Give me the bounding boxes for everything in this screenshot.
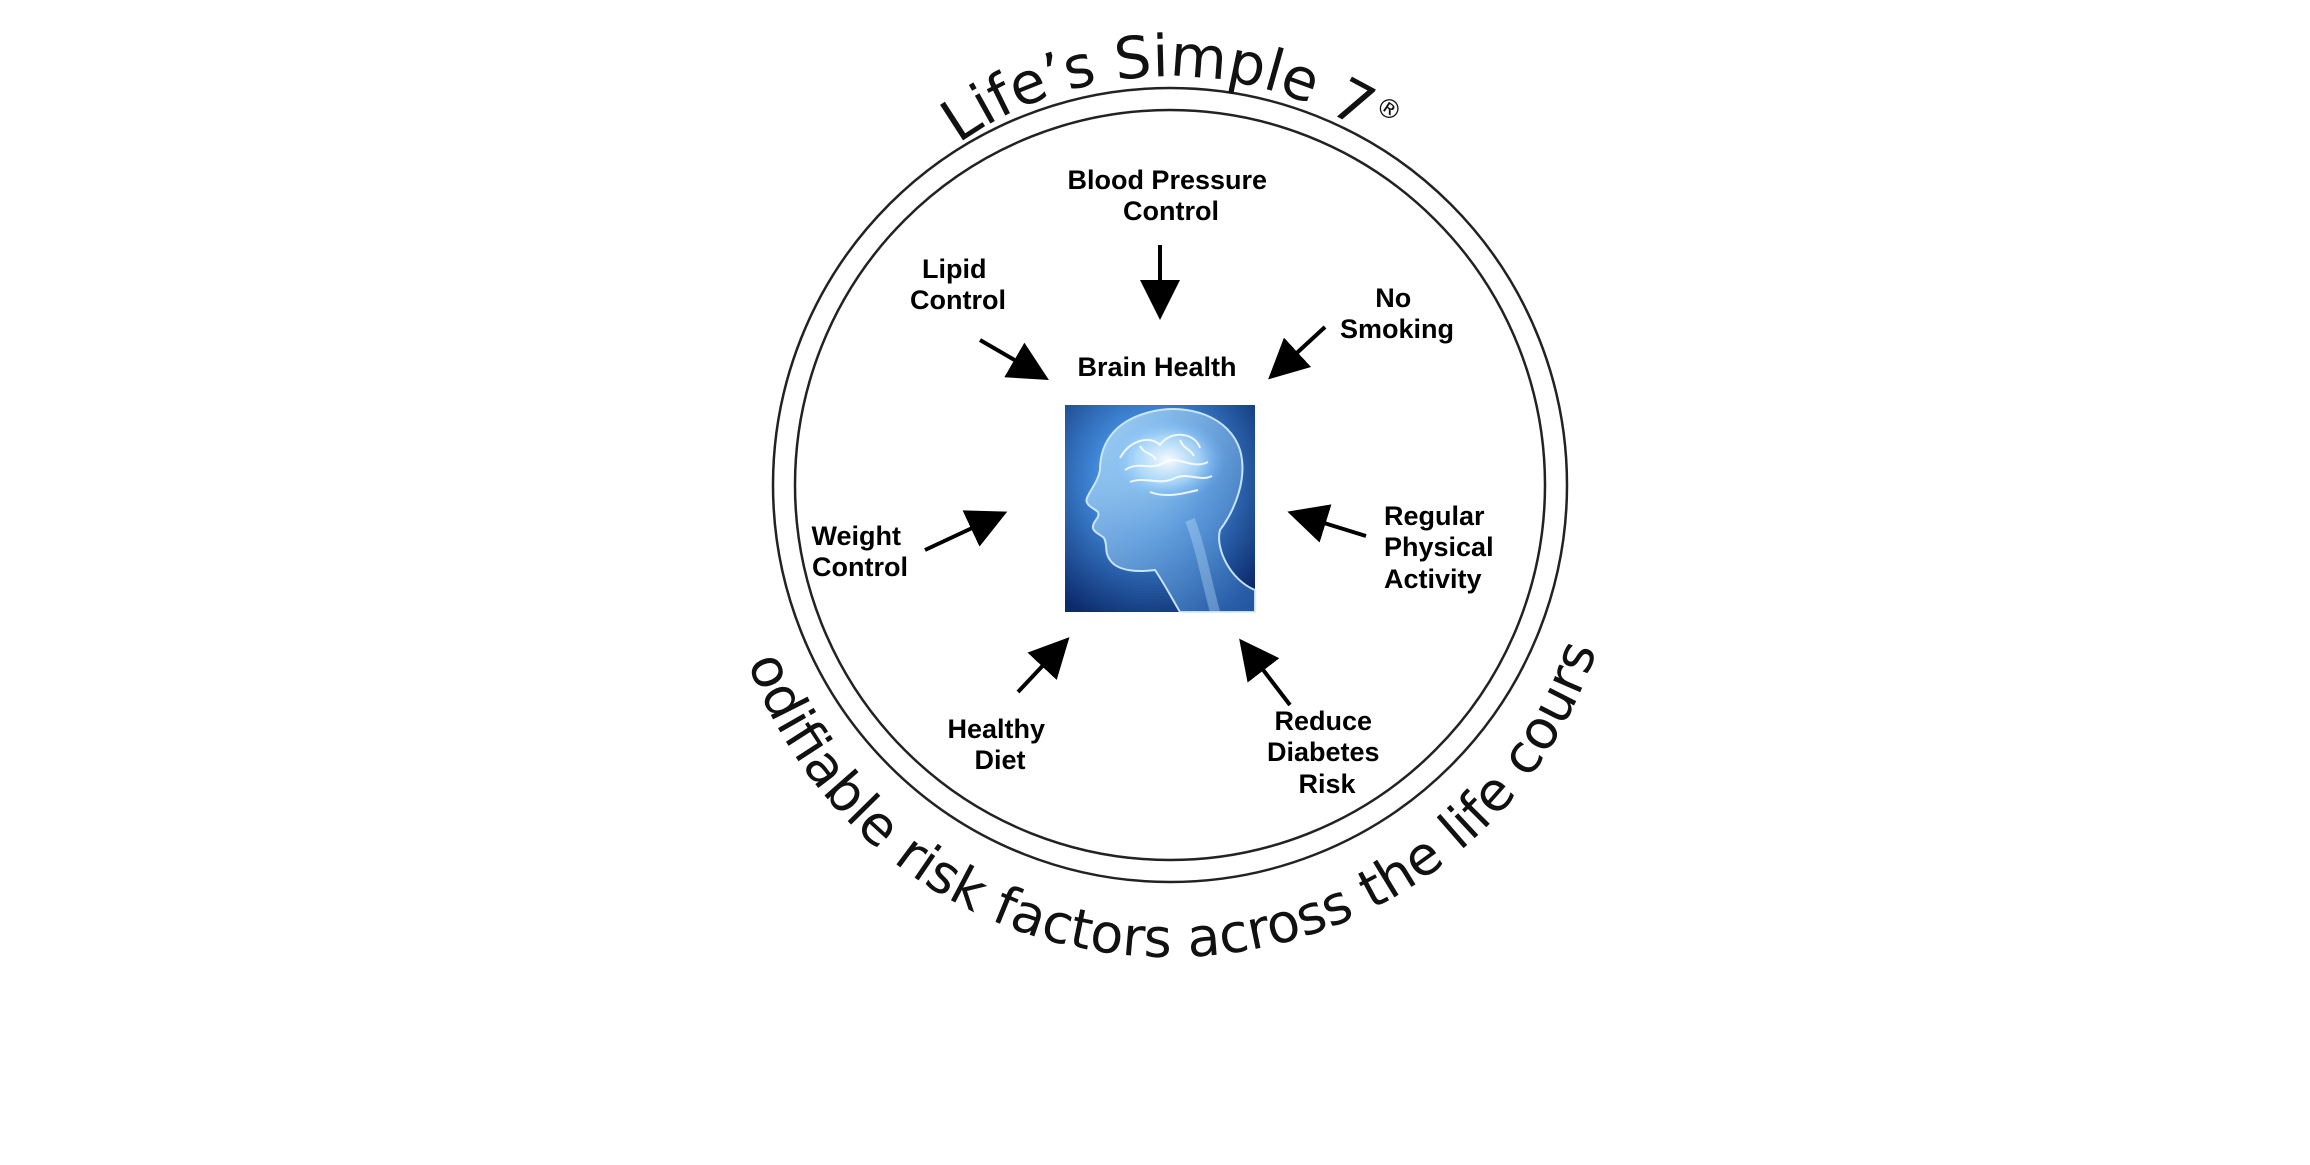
- factor-diet: Healthy Diet: [947, 714, 1052, 775]
- factor-lipid: Lipid Control: [910, 254, 1006, 315]
- brain-head-image: [1065, 405, 1256, 614]
- inner-ring: [793, 108, 1547, 862]
- center-label: Brain Health: [1077, 352, 1236, 382]
- factor-blood-pressure: Blood Pressure Control: [1067, 165, 1274, 226]
- factor-weight: Weight Control: [811, 521, 908, 582]
- factor-no-smoking: No Smoking: [1340, 283, 1454, 344]
- arrows: [924, 245, 1367, 707]
- arrow-diet: [1016, 637, 1070, 694]
- arrow-no-smoking: [1268, 325, 1327, 380]
- diagram-subtitle: Modifiable risk factors across the life …: [0, 0, 1609, 970]
- arrow-physical-activity: [1287, 504, 1367, 543]
- arrow-weight: [924, 510, 1008, 552]
- diagram-title: Life’s Simple 7®: [929, 21, 1408, 155]
- arrow-lipid: [978, 338, 1049, 381]
- factor-diabetes: Reduce Diabetes Risk: [1267, 706, 1387, 799]
- arrow-diabetes: [1239, 638, 1292, 707]
- factor-physical-activity: Regular Physical Activity: [1384, 501, 1501, 594]
- outer-ring: [771, 86, 1569, 884]
- center-label-box: [1062, 343, 1248, 389]
